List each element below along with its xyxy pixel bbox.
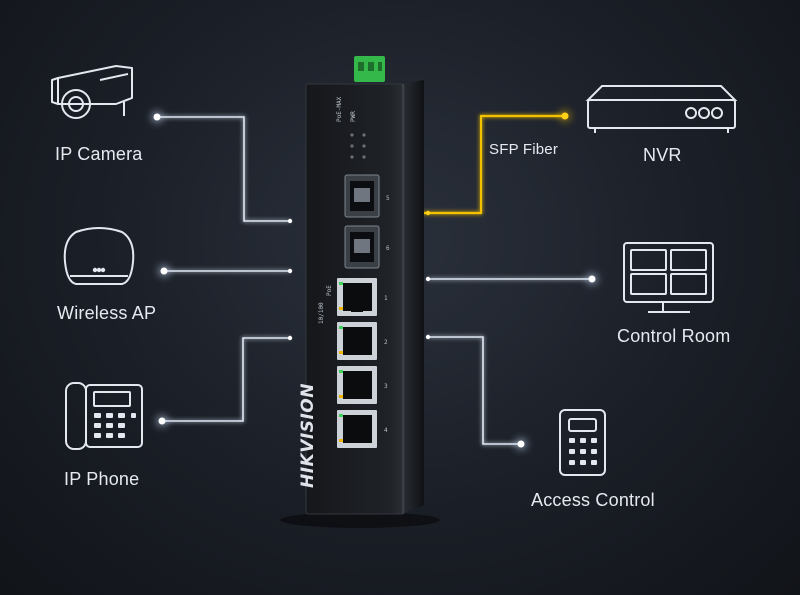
rj45-port-3 xyxy=(337,366,377,404)
line-access-control xyxy=(428,336,521,445)
label-wireless-ap: Wireless AP xyxy=(57,303,157,323)
svg-text:3: 3 xyxy=(384,383,388,390)
label-ip-phone: IP Phone xyxy=(64,469,140,489)
ethernet-ports xyxy=(337,278,377,448)
svg-text:5: 5 xyxy=(386,195,390,202)
svg-text:1: 1 xyxy=(384,295,388,302)
phone-icon xyxy=(65,382,143,450)
node-dot-access-control xyxy=(517,440,525,448)
switch-brand-logo: HIKVISION xyxy=(298,383,318,488)
camera-icon xyxy=(51,65,133,119)
connection-dots-right xyxy=(425,110,598,450)
switch-indicator-poemax: PoE-MAX xyxy=(336,96,343,122)
line-ip-phone xyxy=(162,337,290,422)
rj45-port-2 xyxy=(337,322,377,360)
svg-text:6: 6 xyxy=(386,245,390,252)
sfp-port-2 xyxy=(344,225,380,269)
status-leds xyxy=(350,133,366,159)
keypad-icon xyxy=(559,409,606,476)
line-sfp-fiber xyxy=(400,114,565,215)
node-dot-wireless-ap xyxy=(160,267,168,275)
connection-lines-right xyxy=(400,114,592,445)
line-ip-camera xyxy=(157,116,290,222)
sfp-port-1 xyxy=(344,174,380,218)
label-control-room: Control Room xyxy=(617,326,731,346)
nvr-icon xyxy=(585,85,738,133)
connection-dots-left xyxy=(151,111,293,427)
monitor-icon xyxy=(623,242,714,313)
switch-port-label-poe: PoE xyxy=(326,285,333,296)
switch-port-label-speed: 10/100 xyxy=(318,302,325,324)
connection-lines-left xyxy=(157,116,290,422)
switch-indicator-pwr: PWR xyxy=(350,111,357,122)
rj45-port-1 xyxy=(337,278,377,316)
label-sfp-fiber: SFP Fiber xyxy=(489,141,559,158)
node-dot-ip-camera xyxy=(153,113,161,121)
label-access-control: Access Control xyxy=(531,490,655,510)
wireless-ap-icon xyxy=(63,227,135,285)
svg-text:2: 2 xyxy=(384,339,388,346)
svg-text:4: 4 xyxy=(384,427,388,434)
node-dot-control-room xyxy=(588,275,596,283)
poe-switch: 1 2 3 4 5 6 xyxy=(280,56,440,528)
rj45-port-4 xyxy=(337,410,377,448)
node-dot-sfp xyxy=(561,112,569,120)
node-dot-ip-phone xyxy=(158,417,166,425)
label-nvr: NVR xyxy=(643,145,682,165)
label-ip-camera: IP Camera xyxy=(55,144,143,164)
